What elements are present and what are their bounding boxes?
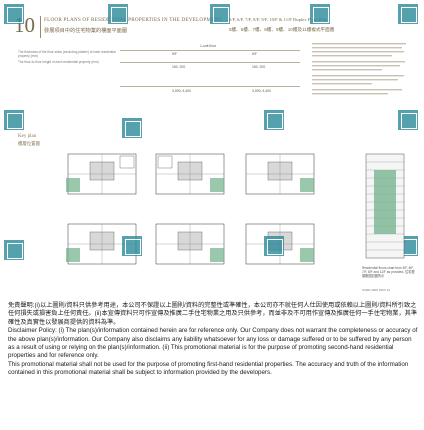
notes-lines [312,43,406,95]
table-row: 150, 200 150, 200 [120,62,300,75]
page-footer: OVER 4000 INFO 10 [362,288,391,292]
table-cell: 3,000, 3,400 [172,89,191,93]
floor-plan-3 [240,148,320,204]
watermark-logo [264,110,284,130]
floor-plan-2 [150,148,230,204]
plan-drawing [155,153,225,195]
floor-plan-page: 10 FLOOR PLANS OF RESIDENTIAL PROPERTIES… [4,4,418,292]
watermark-logo [210,4,230,24]
table-col-head: 1-unit floor [200,44,217,48]
floor-plan-5 [150,218,230,274]
right-notes [312,43,410,108]
table-row: 3,000, 3,400 3,000, 3,400 [120,86,300,99]
watermark-logo [4,240,24,260]
watermark-logo [108,4,128,24]
watermark-logo [398,110,418,130]
table-cell: 150, 200 [252,65,266,69]
plan-drawing [66,223,137,265]
watermark-logo [310,4,330,24]
watermark-logo [122,236,142,256]
header-divider [40,16,41,38]
floor-plan-4 [62,218,142,274]
watermark-logo [4,110,24,130]
section-drawing [365,153,405,259]
building-section [362,152,410,262]
page-title-zh: 發展項目中的住宅物業的樓面平面圖 [44,28,128,34]
table-cell: 3,000, 3,400 [252,89,271,93]
disclaimer-en-1: Disclaimer Policy: (i) The plan(s)/infor… [8,327,418,360]
table-row: 5/F 6/F [120,50,300,59]
disclaimer: 免責聲明:(i)以上圖則/資料只供參考用途，本公司不保證以上圖則/資料的完整性或… [8,302,418,378]
watermark-logo [398,4,418,24]
plan-drawing [245,153,315,195]
disclaimer-en-2: This promotional material shall not be u… [8,360,409,377]
floor-notes: The thickness of the floor slabs (exclud… [18,50,118,110]
watermark-logo [4,4,24,24]
floors-title-en: 5/F, 6/F, 7/F, 8/F, 9/F, 10/F & 11/F Dup… [229,17,327,22]
floors-title-zh: 5樓、6樓、7樓、8樓、9樓、10樓及11樓複式平面圖 [229,27,335,32]
floor-table: 1-unit floor 5/F 6/F 150, 200 150, 200 3… [120,44,300,104]
keyplan-label-en: Key plan [18,134,37,139]
floor-plan-1 [62,148,142,204]
plan-drawing [66,153,137,195]
height-note: The floor-to-floor height of each reside… [18,60,99,65]
section-note: Residential floors chart from 5/F, 6/F, … [362,266,415,279]
disclaimer-zh: 免責聲明:(i)以上圖則/資料只供參考用途，本公司不保證以上圖則/資料的完整性或… [8,302,418,326]
plan-drawing [155,223,225,265]
page-title-en: FLOOR PLANS OF RESIDENTIAL PROPERTIES IN… [44,17,222,23]
table-col-b: 6/F [252,52,257,56]
keyplan-label-zh: 樓層位置圖 [18,141,40,146]
slab-note: The thickness of the floor slabs (exclud… [18,50,116,59]
table-col-a: 5/F [172,52,177,56]
watermark-logo [122,118,142,138]
table-cell: 150, 200 [172,65,186,69]
watermark-logo [264,236,284,256]
